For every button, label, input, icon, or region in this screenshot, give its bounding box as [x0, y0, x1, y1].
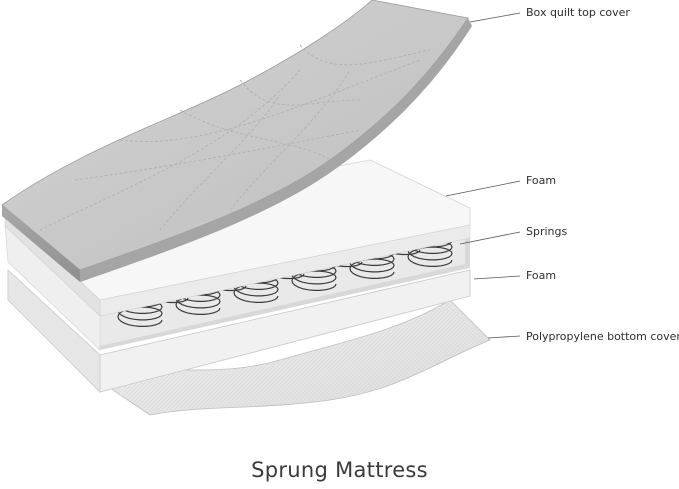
label-foam-upper: Foam — [526, 174, 557, 187]
label-box-quilt-top-cover: Box quilt top cover — [526, 6, 630, 19]
leader-line-top-cover — [469, 12, 521, 23]
bottom-cover-layer — [97, 299, 491, 416]
label-springs: Springs — [526, 225, 568, 238]
leader-line-springs — [459, 231, 521, 245]
diagram-caption: Sprung Mattress — [251, 458, 428, 482]
leader-line-foam-upper — [445, 180, 521, 197]
lower-foam-layer — [7, 269, 471, 393]
leader-line-foam-lower — [473, 275, 521, 280]
label-polypropylene-bottom-cover: Polypropylene bottom cover — [526, 330, 679, 343]
leader-line-bottom-cover — [487, 335, 521, 339]
top-cover-layer — [1, 0, 472, 282]
leader-lines — [445, 12, 521, 339]
label-foam-lower: Foam — [526, 269, 557, 282]
